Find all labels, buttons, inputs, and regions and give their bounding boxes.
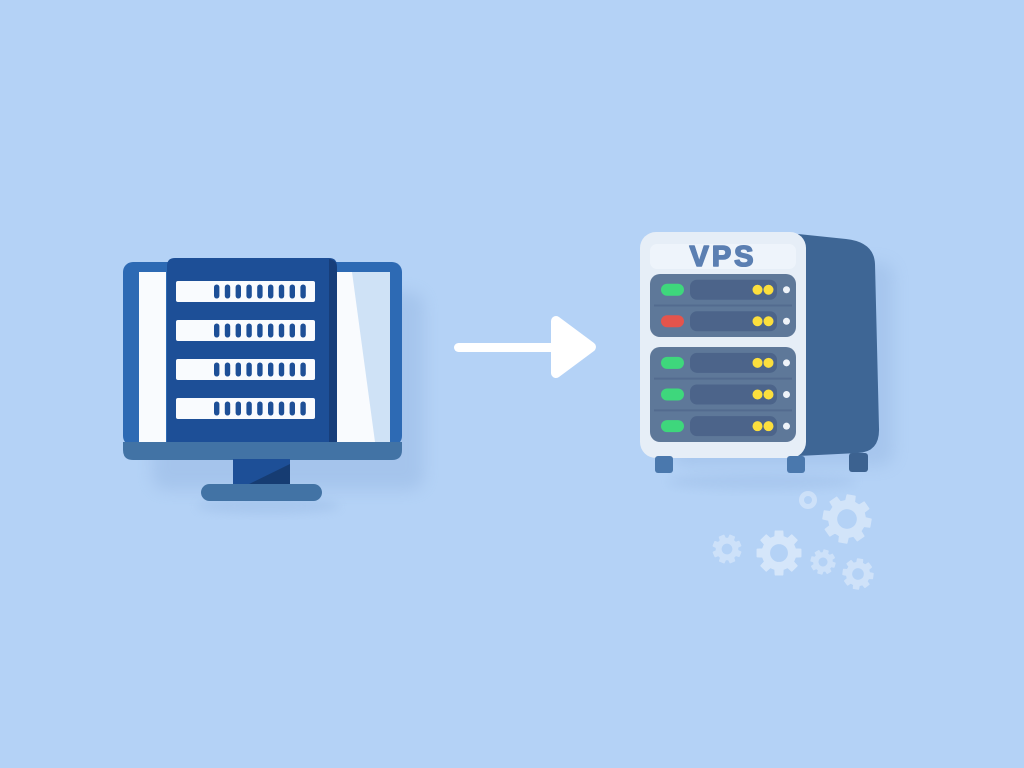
slot-dash [257, 284, 263, 299]
slot-dash [289, 362, 295, 377]
indicator-dot-power [783, 359, 790, 367]
slot-dash [289, 323, 295, 338]
server-bay [654, 377, 792, 405]
gears-decoration [712, 491, 874, 590]
slot-dash [224, 401, 231, 416]
slot-dash [214, 401, 220, 416]
slot-dash [289, 284, 295, 299]
indicator-dot-power [783, 286, 790, 294]
drive-slot [690, 311, 777, 332]
gear-icon [756, 530, 802, 576]
slot-dash [246, 323, 252, 338]
indicator-dot-yellow [752, 284, 763, 295]
vps-label: VPS [689, 241, 756, 273]
monitor-illustration [123, 258, 424, 514]
gear-icon [810, 549, 836, 575]
slot-dash [235, 401, 241, 416]
slot-dash [278, 284, 285, 299]
drive-slot [690, 352, 777, 373]
slot-dash [289, 401, 295, 416]
slot-dash [278, 323, 285, 338]
indicator-dot-power [783, 391, 790, 398]
led-indicator-green [661, 283, 684, 296]
gear-icon [712, 534, 742, 564]
server-bay [654, 409, 792, 437]
server-bay-group [650, 274, 796, 337]
led-indicator-green [661, 356, 684, 369]
server-rack-panel-edge [329, 259, 337, 442]
slot-dash [246, 284, 252, 299]
slot-dash [300, 362, 306, 377]
indicator-dot-yellow [763, 357, 774, 368]
server-bay [661, 279, 790, 300]
slot-dash [224, 284, 231, 299]
gear-icon [822, 494, 872, 544]
monitor-screen-left-panel [139, 272, 166, 442]
indicator-dot-power [783, 317, 790, 325]
server-bay [654, 304, 792, 332]
slot-dash [268, 284, 274, 299]
slot-dash [268, 323, 274, 338]
led-indicator-green [661, 388, 684, 401]
gear-icon [799, 491, 817, 509]
arrow-shaft [454, 343, 560, 352]
indicator-dot-yellow [752, 389, 763, 400]
slot-dash [214, 284, 220, 299]
slot-dash [214, 323, 220, 338]
indicator-dot-power [783, 422, 790, 430]
indicator-dot-yellow [752, 421, 763, 432]
server-header-band [650, 244, 796, 269]
arrow-head [551, 316, 596, 378]
server-bay [661, 352, 790, 373]
server-rack-panel [167, 258, 337, 442]
server-bay-groups [650, 274, 796, 442]
monitor-stand-base [201, 484, 322, 501]
server-foot-front-right [787, 456, 805, 473]
arrow-right-icon [454, 316, 596, 378]
monitor-bezel [123, 442, 402, 460]
server-side-panel [798, 234, 880, 456]
slot-dash [278, 401, 285, 416]
slot-dash [257, 401, 263, 416]
rack-slot-bars [176, 281, 315, 419]
indicator-dot-yellow [763, 389, 774, 400]
slot-dash [268, 362, 274, 377]
slot-dash [257, 323, 263, 338]
server-bay-group [650, 347, 796, 442]
server-foot-side [849, 453, 868, 472]
led-indicator-red [661, 315, 684, 328]
slot-dash [246, 362, 252, 377]
slot-dash [268, 401, 274, 416]
slot-dash [300, 401, 306, 416]
server-foot-front-left [655, 456, 673, 473]
slot-dash [300, 284, 306, 299]
monitor-screen-shade [352, 272, 390, 442]
slot-dash [235, 323, 241, 338]
server-base-shadow [667, 474, 857, 490]
indicator-dot-yellow [752, 357, 763, 368]
slot-dash [278, 362, 285, 377]
gear-icon [842, 558, 874, 590]
indicator-dot-yellow [752, 316, 763, 327]
drive-slot [690, 416, 777, 437]
indicator-dot-yellow [763, 421, 774, 432]
slot-dash [246, 401, 252, 416]
slot-dash [214, 362, 220, 377]
slot-dash [257, 362, 263, 377]
drive-slot [690, 384, 777, 405]
drive-slot [690, 279, 777, 300]
indicator-dot-yellow [763, 316, 774, 327]
slot-dash [224, 323, 231, 338]
slot-dash [300, 323, 306, 338]
vps-server-illustration: VPS [640, 232, 894, 490]
slot-dash [224, 362, 231, 377]
slot-dash [235, 284, 241, 299]
slot-dash [235, 362, 241, 377]
monitor-stand-neck-shade [243, 464, 290, 487]
led-indicator-green [661, 420, 684, 433]
monitor-base-shadow [196, 498, 340, 514]
indicator-dot-yellow [763, 284, 774, 295]
